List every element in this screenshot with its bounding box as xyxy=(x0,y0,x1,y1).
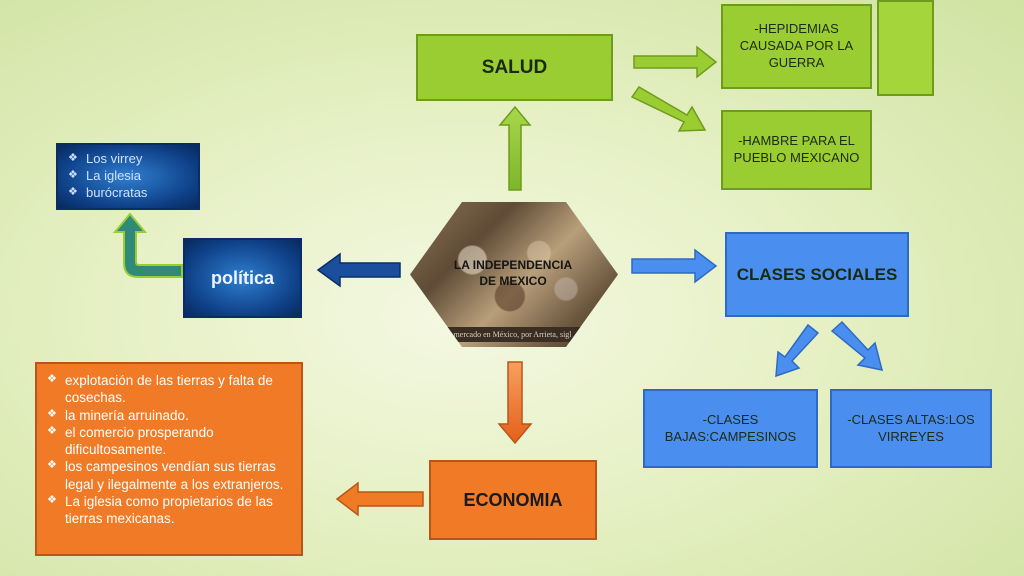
salud-box: SALUD xyxy=(416,34,613,101)
list-item: la minería arruinado. xyxy=(47,407,293,424)
clases-item-bajas: -CLASES BAJAS:CAMPESINOS xyxy=(643,389,818,468)
politica-list: Los virrey La iglesia burócratas xyxy=(68,151,147,202)
center-caption: o de mercado en México, por Arrieta, sig… xyxy=(428,327,608,342)
list-item: burócratas xyxy=(68,185,147,202)
arrow-to-hepidemias xyxy=(633,45,718,79)
arrow-to-salud xyxy=(498,105,532,191)
arrow-to-economia-list xyxy=(335,481,424,517)
arrow-to-economia xyxy=(497,361,533,445)
list-item: el comercio prosperando dificultosamente… xyxy=(47,424,293,459)
list-item: La iglesia xyxy=(68,168,147,185)
politica-box: política xyxy=(183,238,302,318)
arrow-to-hambre xyxy=(630,86,707,132)
arrow-to-politica-list xyxy=(112,212,183,278)
arrow-to-politica xyxy=(316,252,401,288)
economia-list-box: explotación de las tierras y falta de co… xyxy=(35,362,303,556)
center-title: LA INDEPENDENCIA DE MEXICO xyxy=(453,258,573,288)
salud-item-hepidemias: -HEPIDEMIAS CAUSADA POR LA GUERRA xyxy=(721,4,872,89)
clases-box: CLASES SOCIALES xyxy=(725,232,909,317)
politica-list-box: Los virrey La iglesia burócratas xyxy=(56,143,200,210)
arrow-to-clases xyxy=(631,248,718,284)
politica-title: política xyxy=(210,267,274,288)
list-item: los campesinos vendían sus tierras legal… xyxy=(47,458,293,493)
list-item: Los virrey xyxy=(68,151,147,168)
arrow-to-clases-altas xyxy=(830,320,884,371)
decorative-square xyxy=(877,0,934,96)
arrow-to-clases-bajas xyxy=(775,323,820,378)
salud-item-hambre: -HAMBRE PARA EL PUEBLO MEXICANO xyxy=(721,110,872,190)
economia-box: ECONOMIA xyxy=(429,460,597,540)
list-item: La iglesia como propietarios de las tier… xyxy=(47,493,293,528)
list-item: explotación de las tierras y falta de co… xyxy=(47,372,293,407)
clases-item-altas: -CLASES ALTAS:LOS VIRREYES xyxy=(830,389,992,468)
economia-list: explotación de las tierras y falta de co… xyxy=(47,372,293,527)
